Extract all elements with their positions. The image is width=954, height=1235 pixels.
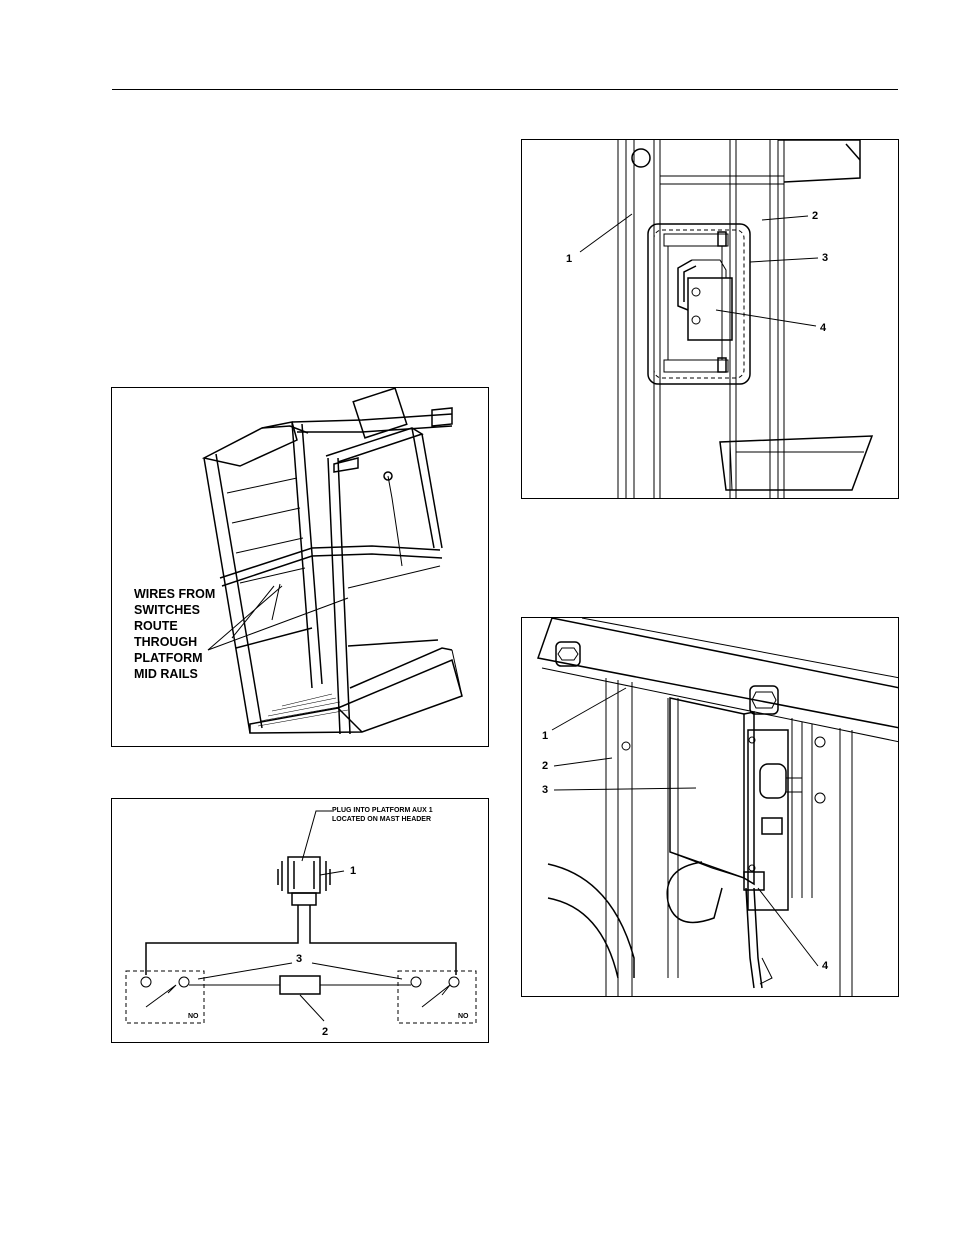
schematic-diagram: PLUG INTO PLATFORM AUX 1 LOCATED ON MAST… — [112, 799, 489, 1043]
mast-callout-1: 1 — [566, 253, 572, 265]
schematic-note-line-1: PLUG INTO PLATFORM AUX 1 — [332, 807, 433, 814]
switch-left-label: NO — [188, 1013, 199, 1020]
callout-box: 2 — [322, 1026, 328, 1038]
bracket-callout-4: 4 — [822, 960, 829, 972]
bracket-callout-3: 3 — [542, 784, 548, 796]
figure-mast-switch: 1 2 3 4 — [521, 139, 899, 499]
figure-switch-schematic: PLUG INTO PLATFORM AUX 1 LOCATED ON MAST… — [111, 798, 489, 1043]
schematic-note-line-2: LOCATED ON MAST HEADER — [332, 816, 431, 823]
switch-right-label: NO — [458, 1013, 469, 1020]
svg-text:ROUTE: ROUTE — [134, 619, 178, 633]
figure-platform-wiring: WIRES FROM SWITCHES ROUTE THROUGH PLATFO… — [111, 387, 489, 747]
mast-illustration: 1 2 3 4 — [522, 140, 899, 499]
mast-callout-4: 4 — [820, 322, 827, 334]
bracket-illustration: 1 2 3 4 — [522, 618, 899, 997]
bracket-callout-2: 2 — [542, 760, 548, 772]
callout-plug: 1 — [350, 865, 356, 877]
bracket-callout-1: 1 — [542, 730, 548, 742]
svg-text:THROUGH: THROUGH — [134, 635, 197, 649]
figure-switch-bracket: 1 2 3 4 — [521, 617, 899, 997]
header-rule — [112, 89, 898, 90]
mast-callout-3: 3 — [822, 252, 828, 264]
svg-text:WIRES FROM: WIRES FROM — [134, 587, 215, 601]
svg-text:PLATFORM: PLATFORM — [134, 651, 203, 665]
svg-text:SWITCHES: SWITCHES — [134, 603, 200, 617]
platform-wiring-note: WIRES FROM SWITCHES ROUTE THROUGH PLATFO… — [134, 587, 215, 681]
limit-switch — [688, 278, 732, 340]
callout-switches: 3 — [296, 953, 302, 965]
platform-illustration: WIRES FROM SWITCHES ROUTE THROUGH PLATFO… — [112, 388, 489, 747]
resistor-box — [280, 976, 320, 994]
mast-callout-2: 2 — [812, 210, 818, 222]
plug-connector — [288, 857, 320, 893]
svg-text:MID RAILS: MID RAILS — [134, 667, 198, 681]
